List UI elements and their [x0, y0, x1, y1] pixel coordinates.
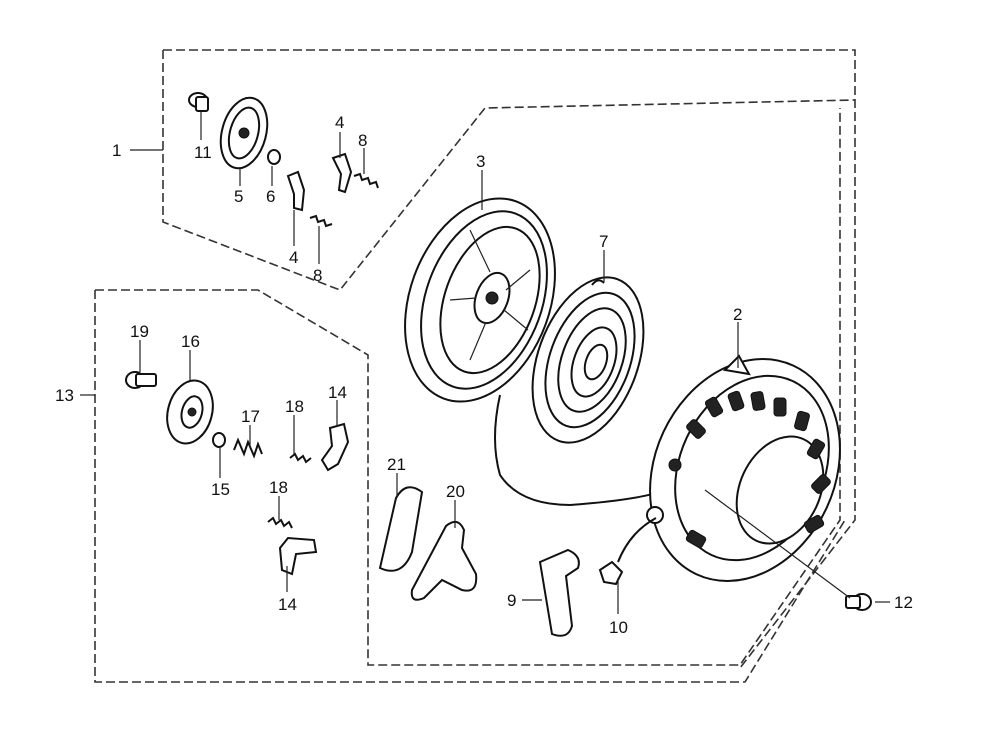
- callout-20: 20: [446, 482, 465, 501]
- callout-2: 2: [733, 305, 742, 324]
- callout-4-lower: 4: [289, 248, 298, 267]
- group-1-lower-edge: [162, 50, 856, 291]
- handle-9: [538, 548, 580, 637]
- reel-3: [404, 197, 556, 403]
- spring-17: [233, 437, 263, 459]
- callout-6: 6: [266, 187, 275, 206]
- callout-17: 17: [241, 407, 260, 426]
- callout-13: 13: [55, 386, 74, 405]
- part-20: [410, 520, 478, 601]
- callout-8-upper: 8: [358, 131, 367, 150]
- callout-10: 10: [609, 618, 628, 637]
- ratchet-14-upper: [320, 422, 350, 472]
- callout-4-upper: 4: [335, 113, 344, 132]
- washer-15: [212, 432, 226, 448]
- callout-14-lower: 14: [278, 595, 297, 614]
- callout-labels: 1 11 5 6 4 8 4 8 3 7 2 19 16 13 17 18 14…: [55, 113, 913, 637]
- callout-19: 19: [130, 322, 149, 341]
- bolt-19: [125, 371, 157, 389]
- ratchet-4-upper: [331, 152, 353, 194]
- group-outlines: [94, 49, 856, 683]
- group-13-outer: [94, 290, 846, 683]
- group-13-parts: [125, 371, 872, 637]
- starter-rope: [494, 394, 667, 521]
- callout-8-lower: 8: [313, 266, 322, 285]
- starter-housing-2: [646, 354, 841, 582]
- callout-21: 21: [387, 455, 406, 474]
- callout-5: 5: [234, 187, 243, 206]
- callout-16: 16: [181, 332, 200, 351]
- callout-12: 12: [894, 593, 913, 612]
- callout-1: 1: [112, 141, 121, 160]
- ratchet-4-lower: [286, 170, 306, 212]
- group-1-outline: [163, 49, 856, 669]
- callout-14-upper: 14: [328, 383, 347, 402]
- bolt-12: [845, 593, 872, 611]
- spring-8-upper: [353, 172, 379, 189]
- recoil-spring-7: [531, 276, 645, 444]
- washer-6: [267, 149, 281, 165]
- ratchet-plate-5: [219, 96, 269, 170]
- bolt-11: [188, 92, 209, 112]
- callout-9: 9: [507, 591, 516, 610]
- callout-3: 3: [476, 152, 485, 171]
- callout-7: 7: [599, 232, 608, 251]
- spring-8-lower: [309, 214, 333, 228]
- spring-18-lower: [267, 516, 293, 529]
- leader-lines: [80, 112, 890, 614]
- plate-16: [166, 379, 214, 445]
- part-21: [378, 486, 424, 572]
- spring-18-upper: [289, 452, 312, 464]
- callout-18-upper: 18: [285, 397, 304, 416]
- callout-15: 15: [211, 480, 230, 499]
- group-13-outline: [95, 108, 841, 666]
- callout-18-lower: 18: [269, 478, 288, 497]
- ratchet-14-lower: [278, 536, 318, 576]
- callout-11: 11: [194, 143, 212, 162]
- group-1-parts: [188, 92, 379, 228]
- part-10: [598, 517, 657, 586]
